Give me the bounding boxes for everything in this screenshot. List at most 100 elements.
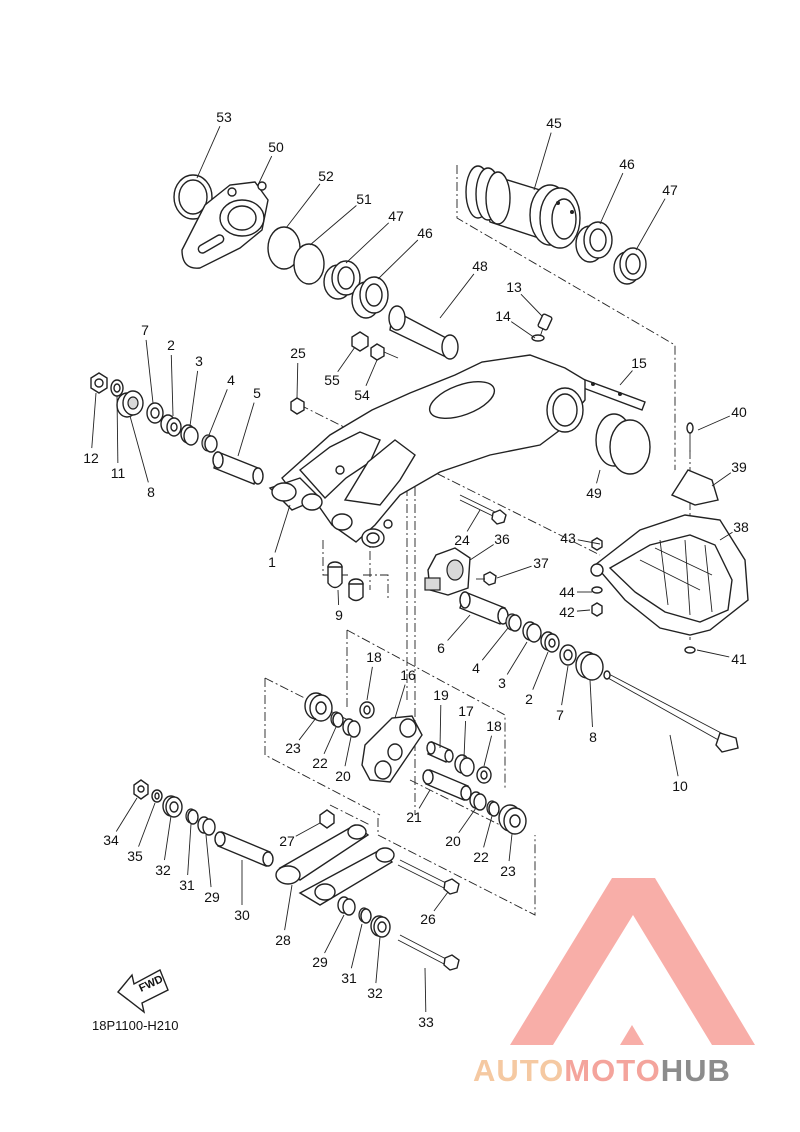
leader-27 bbox=[295, 822, 321, 837]
leader-18 bbox=[366, 666, 373, 701]
callout-46: 46 bbox=[619, 156, 635, 172]
fwd-arrow-icon: FWD bbox=[116, 969, 169, 1014]
callout-27: 27 bbox=[279, 833, 295, 849]
callout-1: 1 bbox=[268, 554, 276, 570]
callout-40: 40 bbox=[731, 404, 747, 420]
part-18-seal bbox=[359, 701, 375, 719]
callout-26: 26 bbox=[420, 911, 436, 927]
part-2-bearing bbox=[160, 414, 182, 437]
callout-2: 2 bbox=[525, 691, 533, 707]
part-17-bearing bbox=[454, 754, 475, 777]
callout-3: 3 bbox=[195, 353, 203, 369]
part-8-collar-right bbox=[575, 651, 604, 681]
part-13-bolt bbox=[537, 313, 553, 338]
part-24-bolt bbox=[459, 494, 507, 525]
part-19-collar bbox=[426, 741, 454, 763]
callout-33: 33 bbox=[418, 1014, 434, 1030]
callout-14: 14 bbox=[495, 308, 511, 324]
part-47-oil-seal bbox=[323, 260, 361, 300]
callout-39: 39 bbox=[731, 459, 747, 475]
diagram-code: 18P1100-H210 bbox=[92, 1018, 179, 1033]
leader-2 bbox=[532, 651, 549, 690]
leader-48 bbox=[439, 273, 475, 319]
callout-6: 6 bbox=[437, 640, 445, 656]
brand-part-auto: AUTO bbox=[473, 1053, 564, 1088]
leader-31 bbox=[187, 823, 192, 876]
callout-32: 32 bbox=[367, 985, 383, 1001]
part-38-chain-guide bbox=[590, 514, 749, 636]
callout-13: 13 bbox=[506, 279, 522, 295]
part-31-bearing-lower bbox=[358, 907, 372, 924]
brand-part-moto: MOTO bbox=[564, 1053, 660, 1088]
part-21-collar bbox=[422, 769, 472, 801]
callout-18: 18 bbox=[486, 718, 502, 734]
leader-20 bbox=[458, 807, 477, 834]
callout-12: 12 bbox=[83, 450, 99, 466]
leader-18 bbox=[483, 735, 493, 767]
part-15-plate bbox=[577, 377, 646, 411]
callout-leaders bbox=[91, 125, 733, 1013]
callout-25: 25 bbox=[290, 345, 306, 361]
part-6-collar bbox=[459, 591, 509, 625]
callout-46: 46 bbox=[417, 225, 433, 241]
callout-54: 54 bbox=[354, 387, 370, 403]
leader-26 bbox=[433, 891, 449, 912]
part-9-bushings bbox=[327, 561, 364, 602]
leader-4 bbox=[481, 627, 509, 661]
leader-20 bbox=[344, 736, 352, 767]
part-35-washer bbox=[151, 789, 163, 803]
part-22-bearing-right bbox=[486, 800, 500, 817]
leader-23 bbox=[508, 833, 513, 862]
leader-55 bbox=[337, 346, 356, 373]
part-5-collar bbox=[212, 451, 264, 485]
part-41-washer bbox=[684, 646, 696, 654]
callout-52: 52 bbox=[318, 168, 334, 184]
part-1-swingarm bbox=[268, 354, 586, 548]
leader-2 bbox=[170, 354, 174, 417]
part-40-pin bbox=[686, 422, 694, 452]
leader-4 bbox=[208, 389, 228, 436]
leader-3 bbox=[189, 370, 199, 427]
part-37-bolt bbox=[476, 571, 497, 586]
leader-23 bbox=[298, 717, 317, 741]
leader-13 bbox=[520, 293, 543, 317]
callout-22: 22 bbox=[312, 755, 328, 771]
leader-46 bbox=[377, 239, 419, 280]
part-16-relay-arm bbox=[361, 715, 423, 783]
leader-43 bbox=[577, 539, 601, 545]
part-11-washer bbox=[110, 379, 124, 397]
callout-47: 47 bbox=[662, 182, 678, 198]
part-25-bolt bbox=[290, 397, 305, 415]
leader-16 bbox=[394, 684, 406, 719]
part-32-seal-lower bbox=[370, 915, 391, 938]
callout-35: 35 bbox=[127, 848, 143, 864]
callout-7: 7 bbox=[141, 322, 149, 338]
callout-41: 41 bbox=[731, 651, 747, 667]
leader-17 bbox=[463, 720, 467, 759]
leader-41 bbox=[696, 649, 730, 658]
callout-38: 38 bbox=[733, 519, 749, 535]
part-50-bracket bbox=[181, 181, 269, 269]
part-49-o-rings bbox=[595, 413, 651, 475]
leader-47 bbox=[635, 198, 666, 251]
callout-numbers: 5350525147464546474813141555542572345121… bbox=[83, 109, 749, 1030]
part-14-washer bbox=[531, 334, 545, 342]
part-32-seal bbox=[162, 795, 183, 818]
callout-31: 31 bbox=[341, 970, 357, 986]
part-55-nut bbox=[351, 331, 369, 352]
leader-32 bbox=[164, 815, 172, 861]
callout-36: 36 bbox=[494, 531, 510, 547]
part-46-bearing-right bbox=[575, 221, 613, 263]
part-39-bracket bbox=[670, 469, 719, 506]
leader-10 bbox=[669, 734, 679, 777]
part-43-bolt bbox=[591, 537, 603, 551]
leader-53 bbox=[196, 125, 221, 179]
leader-38 bbox=[719, 531, 733, 541]
leader-19 bbox=[439, 704, 442, 749]
part-22-bearing bbox=[330, 711, 344, 728]
leader-7 bbox=[145, 339, 154, 404]
callout-29: 29 bbox=[204, 889, 220, 905]
callout-32: 32 bbox=[155, 862, 171, 878]
callout-2: 2 bbox=[167, 337, 175, 353]
leader-49 bbox=[596, 469, 601, 484]
